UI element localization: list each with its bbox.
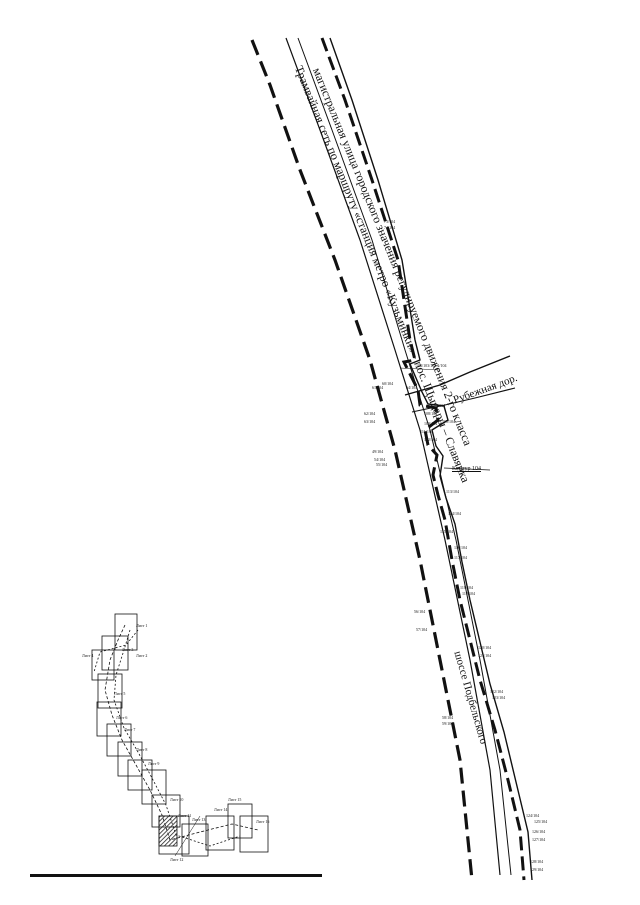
contour-leader <box>443 467 491 471</box>
point-label: 113/104 <box>446 489 459 494</box>
footer-rule <box>30 874 322 877</box>
index-sheet-label: Лист 4 <box>82 653 94 658</box>
point-label: 118/104 <box>460 585 473 590</box>
point-label: 74/104 <box>384 225 396 230</box>
index-map <box>91 613 269 857</box>
point-label: 122/104 <box>490 689 504 694</box>
index-sheet-frame <box>127 759 153 791</box>
index-sheet-label: Лист 14 <box>214 807 228 812</box>
point-label: 117/104 <box>454 555 467 560</box>
point-label: 120/104 <box>478 645 492 650</box>
point-label: 109/104 <box>424 421 438 426</box>
index-sheet-frame <box>101 635 129 671</box>
point-label: 124/104 <box>526 813 540 818</box>
index-sheet-label: Лист 5 <box>114 691 126 696</box>
point-label: 73/104 <box>384 219 396 224</box>
road-lines <box>250 37 533 881</box>
point-label: 56/104 <box>414 609 426 614</box>
point-label: 62/104 <box>364 411 376 416</box>
index-sheet-frame <box>106 723 132 757</box>
point-label: 64/104 <box>406 385 418 390</box>
index-sheet-label: Лист 8 <box>136 747 148 752</box>
point-label: 63/104 <box>364 419 376 424</box>
index-sheet-frame <box>141 769 167 805</box>
point-label: 49/104 <box>372 449 384 454</box>
index-route <box>113 629 241 847</box>
current-sheet-hatch <box>158 815 178 847</box>
contour-boundary <box>329 37 533 881</box>
rubezh-road <box>404 355 511 396</box>
index-sheet-label: Лист 6 <box>116 715 128 720</box>
point-leader <box>399 367 441 371</box>
point-label: 61/104 <box>372 385 384 390</box>
index-sheet-label: Лист 13 <box>192 817 206 822</box>
point-label: 59/104 <box>442 721 454 726</box>
index-sheet-label: Лист 9 <box>148 761 160 766</box>
point-label: 55/104 <box>376 462 388 467</box>
index-sheet-label: Лист 10 <box>170 797 184 802</box>
point-label: 119/104 <box>462 591 475 596</box>
index-sheet-frame <box>91 649 115 681</box>
point-label: 57/104 <box>416 627 428 632</box>
index-sheet-frame <box>239 815 269 853</box>
index-sheet-label: Лист 11 <box>178 813 192 818</box>
index-sheet-frame <box>181 823 209 857</box>
point-label: 112/104 <box>424 437 437 442</box>
index-sheet-label: Лист 15 <box>228 797 242 802</box>
index-sheet-label: Лист 16 <box>256 819 270 824</box>
point-label: 125/104 <box>534 819 548 824</box>
rubezh-road-2 <box>411 387 516 413</box>
point-label: 111/104 <box>420 429 433 434</box>
point-label: 123/104 <box>492 695 506 700</box>
point-label: 114/104 <box>448 511 461 516</box>
left-red-line <box>250 39 474 881</box>
contour-label: Контур 104 <box>452 466 481 472</box>
index-sheet-label: Лист 7 <box>124 727 136 732</box>
tram-line-outer <box>285 37 501 876</box>
point-label: 58/104 <box>442 715 454 720</box>
point-label: 54/104 <box>374 457 386 462</box>
index-sheet-label: Лист 2 <box>136 653 148 658</box>
index-leader <box>174 815 201 857</box>
index-route <box>104 624 259 841</box>
point-label: 108/104 <box>424 411 438 416</box>
point-label: 121/104 <box>478 653 492 658</box>
point-label: 129/104 <box>530 867 544 872</box>
tram-line-inner <box>297 37 512 876</box>
index-sheet-label: Лист 1 <box>136 623 148 628</box>
point-label: 60/104 <box>382 381 394 386</box>
point-label: 128/104 <box>530 859 544 864</box>
index-sheet-frame <box>114 613 138 651</box>
point-label: 126/104 <box>532 829 546 834</box>
index-route <box>93 629 139 673</box>
point-label: 127/104 <box>532 837 546 842</box>
point-label: 100/103/102/1/104 <box>416 363 447 368</box>
right-red-line <box>320 37 526 881</box>
index-sheet-frame <box>205 815 235 851</box>
index-sheet-label: Лист 3 <box>122 647 134 652</box>
point-label: 107/104 <box>432 403 446 408</box>
point-label: 110/104 <box>442 419 455 424</box>
index-sheet-label: Лист 12 <box>170 857 184 862</box>
point-label: 116/104 <box>454 545 467 550</box>
point-label: 115/104 <box>440 529 453 534</box>
